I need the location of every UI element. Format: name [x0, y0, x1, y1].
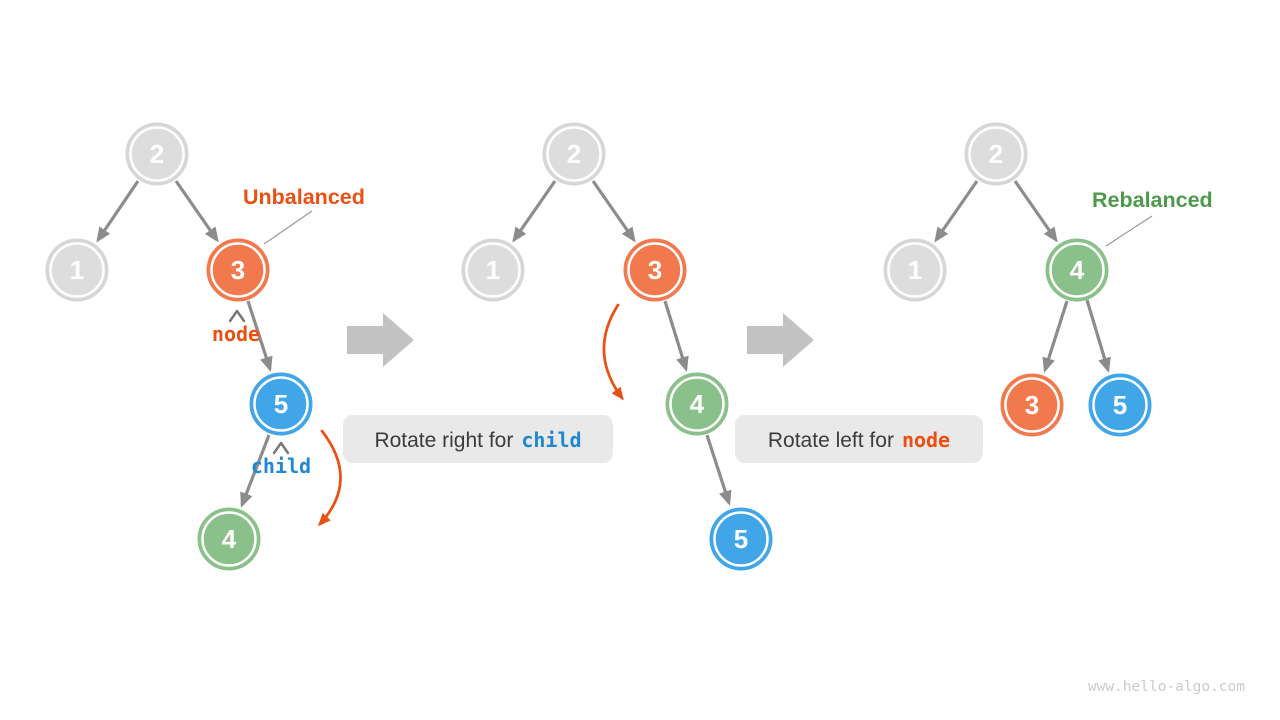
node-circle [206, 238, 270, 302]
node-pointer-label: node [212, 322, 260, 346]
node-circle [542, 122, 606, 186]
watermark-url: www.hello-algo.com [1088, 679, 1245, 695]
tree2-edge-3-4 [663, 300, 689, 372]
node-value: 2 [150, 139, 164, 169]
tree2-edge-2-1 [512, 180, 557, 243]
node-value: 1 [908, 255, 922, 285]
node-inner-ring [713, 511, 769, 567]
node-circle [883, 238, 947, 302]
tree3-edge-2-4 [1013, 180, 1058, 243]
node-inner-ring [627, 242, 683, 298]
tree2-edge-2-3 [591, 180, 636, 243]
rotate-left-arc-icon [602, 303, 624, 401]
unbalanced-pointer-line [263, 210, 313, 245]
child-pointer-label: child [251, 454, 311, 478]
caption-box [735, 415, 983, 463]
node-circle [1045, 238, 1109, 302]
tree1-edge-2-1 [96, 180, 140, 243]
rotate-right-arc-icon [317, 429, 342, 527]
node-value: 1 [70, 255, 84, 285]
rebalanced-pointer-line [1105, 215, 1153, 247]
node-circle [623, 238, 687, 302]
tree3-edge-2-1 [934, 180, 979, 243]
tree2-node-3: 3 [623, 238, 687, 302]
rebalanced-label: Rebalanced [1092, 188, 1213, 212]
node-inner-ring [968, 126, 1024, 182]
tree-unbalanced: 2 1 3 5 4 Unbalanced node child [45, 122, 365, 571]
node-value: 5 [734, 524, 748, 554]
node-inner-ring [465, 242, 521, 298]
node-value: 4 [222, 524, 237, 554]
tree-intermediate: 2 1 3 4 5 [461, 122, 773, 571]
tree1-node-1: 1 [45, 238, 109, 302]
node-inner-ring [669, 376, 725, 432]
tree3-node-4: 4 [1045, 238, 1109, 302]
node-inner-ring [201, 511, 257, 567]
tree2-node-5: 5 [709, 507, 773, 571]
node-value: 5 [1113, 390, 1127, 420]
tree3-edge-4-3 [1042, 300, 1069, 373]
tree2-node-4: 4 [665, 372, 729, 436]
tree2-node-2: 2 [542, 122, 606, 186]
tree1-edge-5-4 [240, 434, 271, 508]
tree3-node-2: 2 [964, 122, 1028, 186]
node-inner-ring [1004, 377, 1060, 433]
tree1-edge-3-5 [246, 300, 273, 372]
node-circle [197, 507, 261, 571]
caption-keyword-node: node [902, 428, 950, 452]
caption-rotate-right: Rotate right for child [343, 415, 613, 463]
node-inner-ring [887, 242, 943, 298]
node-circle [45, 238, 109, 302]
tree-rebalanced: 2 1 4 3 5 Rebalanced [883, 122, 1213, 437]
node-circle [964, 122, 1028, 186]
caption-rotate-left: Rotate left for node [735, 415, 983, 463]
node-value: 4 [1070, 255, 1085, 285]
node-inner-ring [49, 242, 105, 298]
node-value: 3 [231, 255, 245, 285]
tree2-edge-4-5 [705, 434, 732, 506]
node-value: 4 [690, 389, 705, 419]
step-arrow-right-icon [747, 313, 814, 367]
tree1-node-3: 3 [206, 238, 270, 302]
tree1-node-4: 4 [197, 507, 261, 571]
node-inner-ring [546, 126, 602, 182]
tree1-edge-2-3 [174, 180, 219, 243]
caption-box [343, 415, 613, 463]
tree1-node-5: 5 [249, 372, 313, 436]
node-circle [461, 238, 525, 302]
node-value: 2 [567, 139, 581, 169]
node-value: 5 [274, 389, 288, 419]
node-value: 3 [648, 255, 662, 285]
node-circle [665, 372, 729, 436]
node-circle [125, 122, 189, 186]
unbalanced-label: Unbalanced [243, 185, 365, 209]
tree3-node-1: 1 [883, 238, 947, 302]
tree1-node-2: 2 [125, 122, 189, 186]
caret-up-icon [228, 309, 246, 323]
tree3-edge-4-5 [1085, 299, 1111, 373]
tree3-node-3: 3 [1000, 373, 1064, 437]
caption-text: Rotate right for child [374, 428, 581, 452]
step-arrow-right-icon [347, 313, 414, 367]
tree3-node-5: 5 [1088, 373, 1152, 437]
caption-prefix: Rotate right for [374, 429, 513, 452]
node-inner-ring [1092, 377, 1148, 433]
caret-up-icon [272, 441, 290, 455]
node-value: 1 [486, 255, 500, 285]
node-inner-ring [129, 126, 185, 182]
node-value: 2 [989, 139, 1003, 169]
caption-keyword-child: child [521, 428, 581, 452]
node-inner-ring [253, 376, 309, 432]
node-inner-ring [210, 242, 266, 298]
node-circle [1000, 373, 1064, 437]
node-circle [1088, 373, 1152, 437]
node-value: 3 [1025, 390, 1039, 420]
node-inner-ring [1049, 242, 1105, 298]
caption-text: Rotate left for node [768, 428, 950, 452]
node-circle [709, 507, 773, 571]
tree2-node-1: 1 [461, 238, 525, 302]
caption-prefix: Rotate left for [768, 429, 894, 452]
node-circle [249, 372, 313, 436]
